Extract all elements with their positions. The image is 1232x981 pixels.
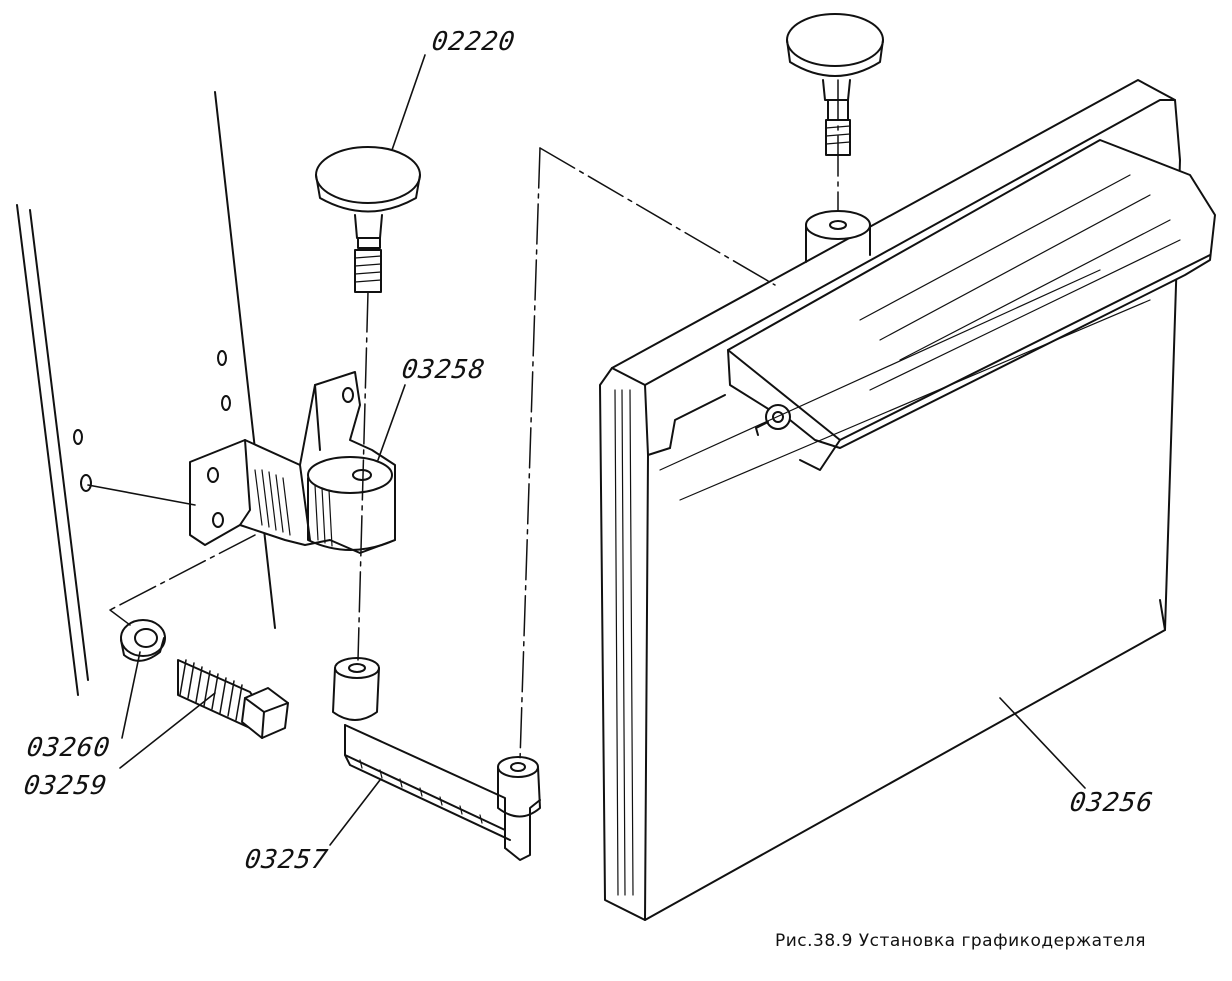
washer-part: [120, 619, 166, 662]
label-thumb-screw: 02220: [429, 27, 518, 57]
center-lines: [109, 79, 839, 761]
thumb-screw-right: [786, 13, 884, 156]
label-bracket: 03258: [399, 355, 488, 385]
bracket-part: [189, 371, 396, 554]
arm-part: [332, 657, 541, 861]
label-arm: 03257: [242, 845, 331, 875]
figure-caption: Рис.38.9 Установка графикодержателя: [775, 931, 1147, 951]
wall-panel: [16, 91, 276, 696]
label-bolt: 03259: [21, 771, 110, 801]
label-washer: 03260: [24, 733, 113, 763]
thumb-screw-left: [315, 146, 421, 293]
bolt-part: [177, 659, 289, 739]
leader-lines: [87, 54, 1086, 846]
holder-part: [599, 79, 1216, 921]
label-holder: 03256: [1067, 788, 1156, 818]
